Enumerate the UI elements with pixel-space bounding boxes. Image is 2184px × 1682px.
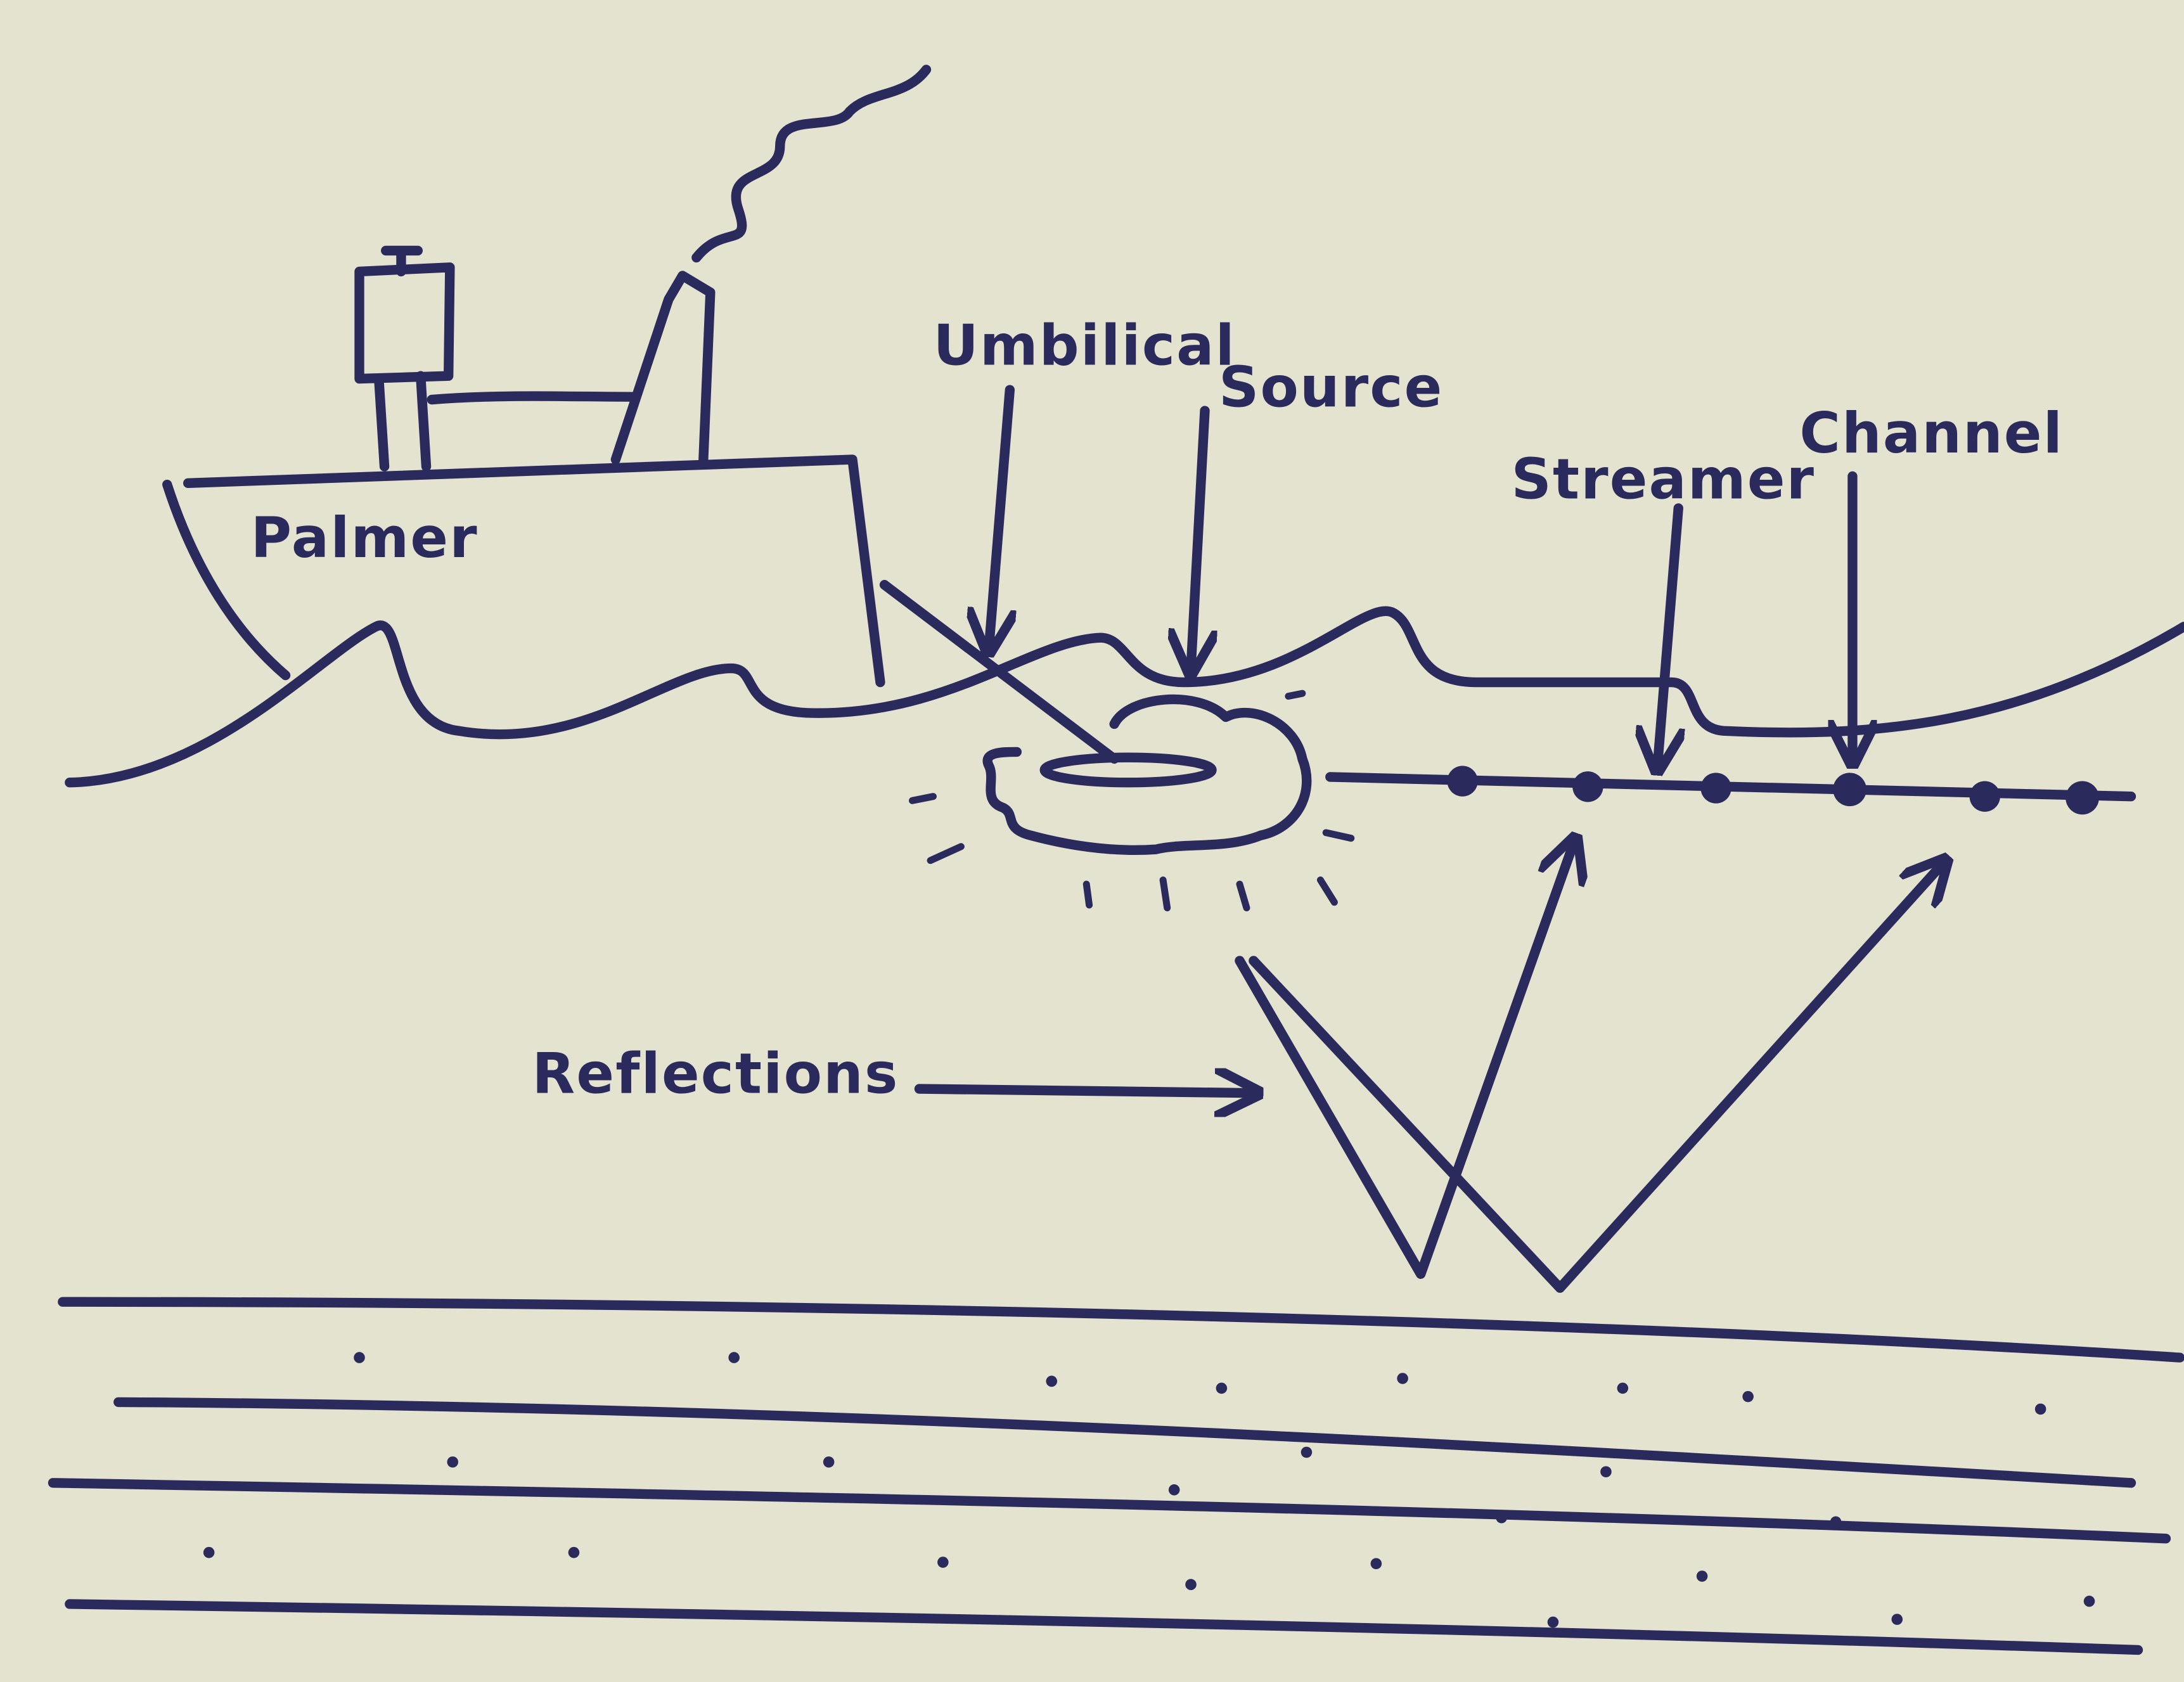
- ship-name-label: Palmer: [251, 505, 479, 570]
- smoke: [691, 65, 932, 263]
- reflections-label: Reflections: [532, 1041, 899, 1107]
- source-arrow-icon: [1191, 406, 1205, 668]
- streamer-arrow-icon: [1657, 503, 1678, 766]
- umbilical-cable: [879, 580, 1119, 764]
- streamer-label: Streamer: [1512, 447, 1816, 512]
- channel-label: Channel: [1799, 401, 2064, 466]
- umbilical-arrow-icon: [989, 385, 1010, 647]
- umbilical-label: Umbilical: [933, 313, 1236, 378]
- channel-node: [1969, 781, 2000, 812]
- mast-icon: [381, 245, 423, 277]
- reflection-rays: [1235, 842, 1943, 1293]
- channel-node: [1700, 773, 1731, 804]
- channel-node: [1572, 771, 1603, 802]
- callouts: Umbilical Source Streamer Channel Reflec…: [532, 313, 2064, 1107]
- streamer: [1325, 766, 2136, 815]
- source-bubble: [909, 690, 1355, 911]
- seafloor-layers: [48, 1297, 2184, 1655]
- source-label: Source: [1219, 355, 1443, 420]
- reflections-arrow-icon: [914, 1089, 1253, 1093]
- sea-surface-wave: [65, 606, 2184, 788]
- funnel: [610, 271, 716, 465]
- channel-node: [2065, 781, 2099, 815]
- ship: Palmer: [162, 65, 932, 688]
- bridge: [354, 262, 455, 384]
- channel-node: [1447, 766, 1478, 797]
- channel-node: [1833, 773, 1866, 807]
